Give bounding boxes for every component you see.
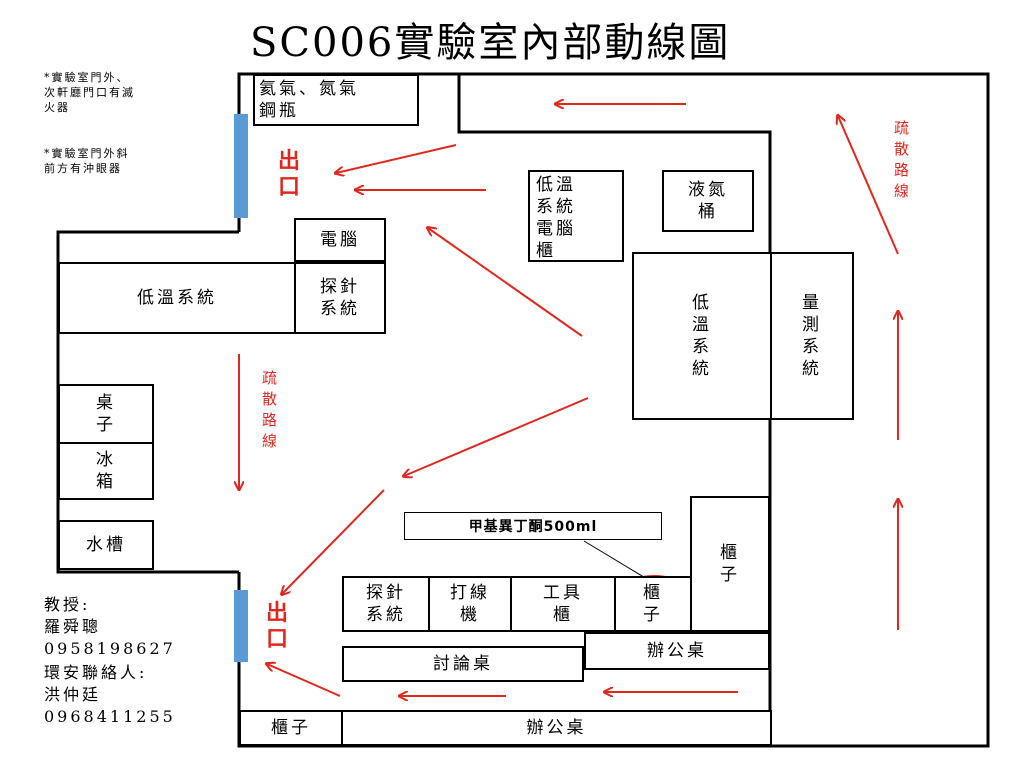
route-arrow <box>838 116 899 255</box>
route-arrow <box>336 144 457 173</box>
contact-professor: 教授: 羅舜聰 0958198627 <box>44 595 176 658</box>
probe-system-upper: 探針 系統 <box>294 262 386 334</box>
cabinet-right: 櫃 子 <box>690 496 770 632</box>
route-arrow <box>267 664 341 697</box>
route-arrow <box>404 397 589 476</box>
cabinet-bottom: 櫃子 <box>239 710 343 746</box>
cabinet-chemical: 櫃 子 <box>614 576 692 632</box>
wire-bonder: 打線 機 <box>428 576 512 632</box>
sink: 水槽 <box>58 520 154 570</box>
discussion-table: 討論桌 <box>342 646 584 682</box>
low-temp-system-center: 低 溫 系 統 <box>632 252 772 420</box>
desk: 桌 子 <box>58 384 154 444</box>
door-top <box>234 114 248 218</box>
note-eyewash: *實驗室門外斜 前方有沖眼器 <box>44 147 130 175</box>
probe-system-lower: 探針 系統 <box>342 576 430 632</box>
evacuation-route-label-left: 疏 散 路 線 <box>262 369 281 450</box>
low-temp-system-left: 低溫系統 <box>58 262 296 334</box>
office-desk-middle: 辦公桌 <box>584 632 770 670</box>
door-bottom <box>234 590 248 662</box>
route-arrow <box>428 228 583 337</box>
diagram-title: SC006實驗室內部動線圖 <box>250 20 731 66</box>
gas-bottles-area: 氦氣、氮氣 鋼瓶 <box>253 74 419 126</box>
fridge: 冰 箱 <box>58 442 154 500</box>
computer-desk: 電腦 <box>294 218 386 262</box>
note-fire-extinguisher: *實驗室門外、 次軒廳門口有滅 火器 <box>44 71 135 114</box>
exit-label-top: 出 口 <box>278 148 304 200</box>
liquid-nitrogen-tank: 液氮 桶 <box>662 170 754 232</box>
tool-cabinet: 工具 櫃 <box>510 576 616 632</box>
route-arrow <box>282 489 385 594</box>
chemical-callout: 甲基異丁酮500ml <box>404 512 662 540</box>
exit-label-bottom: 出 口 <box>266 600 292 652</box>
measurement-system: 量 測 系 統 <box>770 252 854 420</box>
office-desk-bottom: 辦公桌 <box>341 710 772 746</box>
contact-safety: 環安聯絡人: 洪仲廷 0968411255 <box>44 663 176 726</box>
low-temp-computer-cabinet: 低溫 系統 電腦 櫃 <box>528 170 624 262</box>
evacuation-route-label-right: 疏 散 路 線 <box>894 119 913 200</box>
